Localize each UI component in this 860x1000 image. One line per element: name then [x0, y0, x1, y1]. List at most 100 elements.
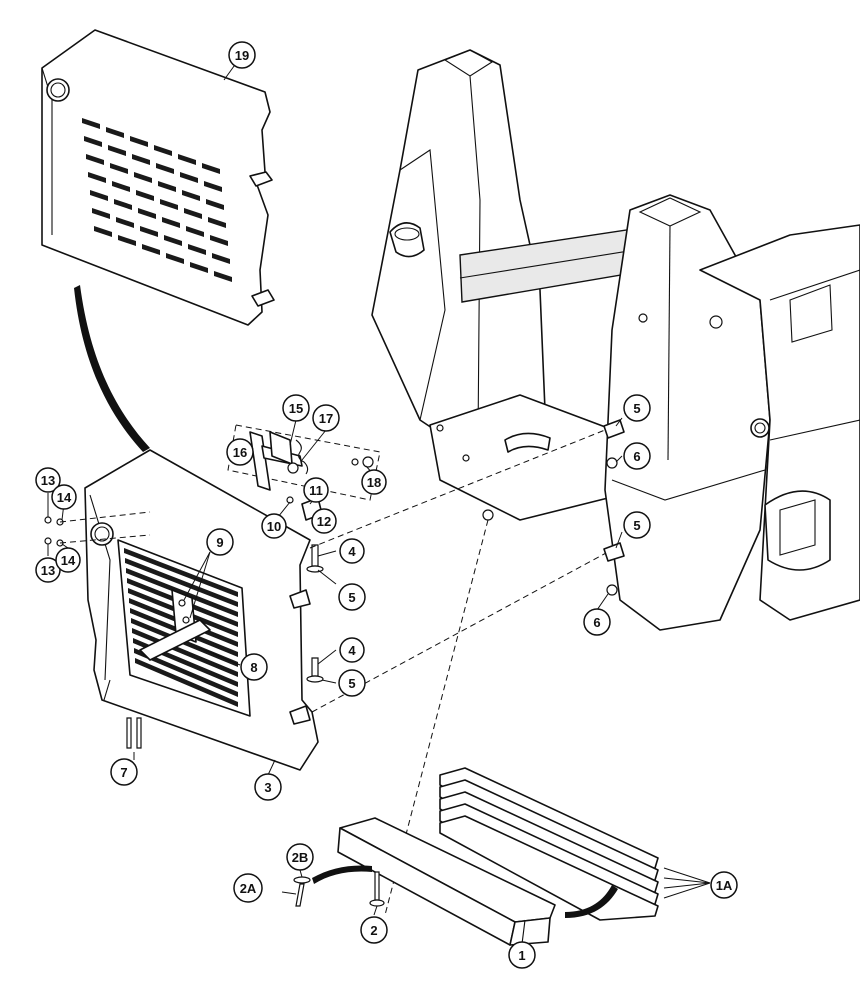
grille-slot [142, 244, 160, 255]
callout-12: 12 [311, 508, 337, 534]
callout-2b: 2B [286, 843, 314, 871]
grille-slot [112, 181, 130, 192]
callout-label: 5 [348, 676, 355, 691]
callout-circle [303, 477, 329, 503]
callout-label: 2 [370, 923, 377, 938]
grille-slot [178, 154, 196, 165]
callout-1a: 1A [710, 871, 738, 899]
callout-label: 15 [289, 401, 303, 416]
callout-circle [261, 513, 287, 539]
callout-circle [206, 528, 234, 556]
grille-slot [118, 235, 136, 246]
callout-circle [361, 469, 387, 495]
callout-13: 13 [35, 467, 61, 493]
callout-circle [623, 511, 651, 539]
grille-slot [114, 199, 132, 210]
callout-circle [338, 583, 366, 611]
grille-slot [188, 244, 206, 255]
callout-label: 5 [348, 590, 355, 605]
callout-3: 3 [254, 773, 282, 801]
loader-frame [371, 49, 860, 631]
callout-10: 10 [261, 513, 287, 539]
callout-6: 6 [583, 608, 611, 636]
callout-circle [110, 758, 138, 786]
grille-slot [214, 271, 232, 282]
callout-circle [240, 653, 268, 681]
callout-15: 15 [282, 394, 310, 422]
callout-circle [35, 557, 61, 583]
grille-slot [86, 154, 104, 165]
grille-slot [156, 163, 174, 174]
grille-slot [160, 199, 178, 210]
callout-1: 1 [508, 941, 536, 969]
callout-label: 6 [593, 615, 600, 630]
callout-leaders [47, 54, 711, 955]
callout-label: 19 [235, 48, 249, 63]
callout-circle [286, 843, 314, 871]
grille-slot [134, 172, 152, 183]
grille-slot [204, 181, 222, 192]
callout-label: 8 [250, 660, 257, 675]
grille-slot [124, 548, 238, 597]
callout-label: 4 [348, 544, 356, 559]
callout-circle [312, 404, 340, 432]
callout-label: 5 [633, 401, 640, 416]
callout-circle [282, 394, 310, 422]
grille-slot [164, 235, 182, 246]
callout-label: 11 [309, 483, 323, 498]
grille-slot [116, 217, 134, 228]
counterweight-assembly [337, 767, 659, 946]
grille-slot [132, 154, 150, 165]
callout-circle [710, 871, 738, 899]
callout-label: 13 [41, 473, 55, 488]
callout-label: 5 [633, 518, 640, 533]
callout-4: 4 [339, 538, 365, 564]
grille-slot [166, 253, 184, 264]
grille-slot [126, 568, 238, 617]
callout-8: 8 [240, 653, 268, 681]
callout-14: 14 [55, 547, 81, 573]
callout-19: 19 [228, 41, 256, 69]
grille-slot [110, 163, 128, 174]
callout-circle [623, 394, 651, 422]
grille-slot [212, 253, 230, 264]
callout-label: 3 [264, 780, 271, 795]
grille-slot [106, 127, 124, 138]
callout-4: 4 [339, 637, 365, 663]
grille-slot [210, 235, 228, 246]
grille-slot [84, 136, 102, 147]
grille-slot [182, 190, 200, 201]
callout-label: 13 [41, 563, 55, 578]
grille-slot [90, 190, 108, 201]
callout-label: 18 [367, 475, 381, 490]
grille-slot [184, 208, 202, 219]
callout-label: 9 [216, 535, 223, 550]
grille-slot [162, 217, 180, 228]
callout-circle [55, 547, 81, 573]
callout-circle [338, 669, 366, 697]
grille-slot [186, 226, 204, 237]
callout-9: 9 [206, 528, 234, 556]
callout-circle [360, 916, 388, 944]
callout-7: 7 [110, 758, 138, 786]
callout-5: 5 [338, 669, 366, 697]
callout-circle [254, 773, 282, 801]
grille-slot [94, 226, 112, 237]
grille-slot [134, 648, 238, 697]
callout-5: 5 [338, 583, 366, 611]
callout-18: 18 [361, 469, 387, 495]
callout-5: 5 [623, 394, 651, 422]
bolt-hardware [293, 865, 385, 907]
callout-circle [228, 41, 256, 69]
front-grille-panel [84, 449, 319, 771]
grille-slot [92, 208, 110, 219]
grille-slot [154, 145, 172, 156]
callout-circle [51, 484, 77, 510]
callout-circle [339, 538, 365, 564]
latch-hardware [44, 424, 381, 749]
callout-17: 17 [312, 404, 340, 432]
grille-slot [108, 145, 126, 156]
callout-label: 14 [57, 490, 72, 505]
callout-circle [311, 508, 337, 534]
